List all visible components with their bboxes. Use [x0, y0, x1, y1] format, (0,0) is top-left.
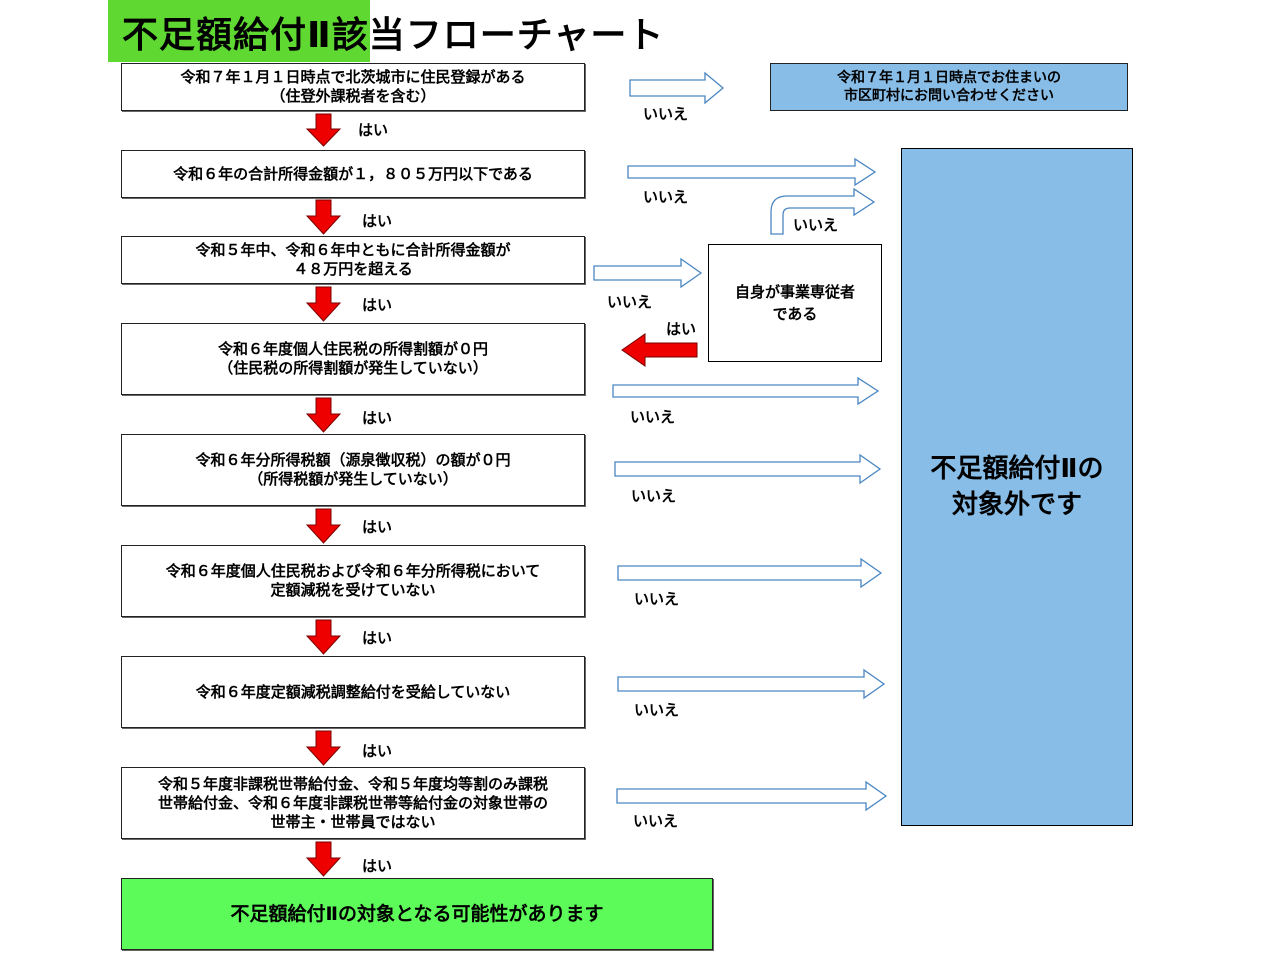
down-arrow-icon: [305, 286, 342, 322]
right-arrow-icon: [627, 157, 877, 187]
result-text: 不足額給付Ⅱの対象となる可能性があります: [230, 902, 604, 925]
right-arrow-icon: [614, 453, 882, 485]
yes-label-8: はい: [362, 857, 393, 875]
step-8-text: 令和５年度非課税世帯給付金、令和５年度均等割のみ課税世帯給付金、令和６年度非課税…: [157, 774, 548, 831]
down-arrow-icon: [305, 619, 342, 655]
right-arrow-icon: [616, 780, 888, 812]
result-box: 不足額給付Ⅱの対象となる可能性があります: [121, 878, 713, 950]
yes-label-7: はい: [362, 742, 393, 760]
page-title: 不足額給付Ⅱ該当フローチャート: [122, 15, 665, 56]
side-question-box: 自身が事業専従者である: [708, 244, 882, 362]
step-1-box: 令和７年１月１日時点で北茨城市に住民登録がある（住登外課税者を含む）: [121, 63, 585, 111]
no-label-side: いいえ: [793, 216, 839, 234]
not-eligible-text: 不足額給付Ⅱの対象外です: [930, 454, 1104, 520]
down-arrow-icon: [305, 508, 342, 544]
no-label-6: いいえ: [634, 590, 680, 608]
yes-label-5: はい: [362, 518, 393, 536]
yes-label-4: はい: [362, 409, 393, 427]
no-label-3: いいえ: [607, 293, 653, 311]
yes-label-3: はい: [362, 296, 393, 314]
no-label-8: いいえ: [633, 812, 679, 830]
no-label-7: いいえ: [634, 701, 680, 719]
title-highlight: [108, 0, 370, 62]
step-5-text: 令和６年分所得税額（源泉徴収税）の額が０円（所得税額が発生していない）: [195, 451, 511, 488]
right-arrow-icon: [617, 668, 886, 700]
right-arrow-icon: [612, 376, 880, 406]
step-4-text: 令和６年度個人住民税の所得割額が０円（住民税の所得割額が発生していない）: [217, 340, 488, 377]
step-1-text: 令和７年１月１日時点で北茨城市に住民登録がある（住登外課税者を含む）: [180, 68, 526, 105]
side-question-text: 自身が事業専従者である: [734, 283, 855, 323]
step-6-text: 令和６年度個人住民税および令和６年分所得税において定額減税を受けていない: [165, 562, 541, 599]
step-8-box: 令和５年度非課税世帯給付金、令和５年度均等割のみ課税世帯給付金、令和６年度非課税…: [121, 767, 585, 839]
step-4-box: 令和６年度個人住民税の所得割額が０円（住民税の所得割額が発生していない）: [121, 323, 585, 395]
step-2-box: 令和６年の合計所得金額が１，８０５万円以下である: [121, 150, 585, 198]
no-label-1: いいえ: [643, 105, 689, 123]
right-arrow-icon: [629, 71, 725, 105]
step-2-text: 令和６年の合計所得金額が１，８０５万円以下である: [173, 164, 533, 183]
yes-label-2: はい: [362, 212, 393, 230]
contact-text: 令和７年１月１日時点でお住まいの市区町村にお問い合わせください: [837, 70, 1061, 104]
left-arrow-icon: [621, 333, 698, 367]
no-label-2: いいえ: [643, 188, 689, 206]
contact-box: 令和７年１月１日時点でお住まいの市区町村にお問い合わせください: [770, 63, 1128, 111]
down-arrow-icon: [305, 397, 342, 433]
down-arrow-icon: [305, 113, 342, 147]
step-5-box: 令和６年分所得税額（源泉徴収税）の額が０円（所得税額が発生していない）: [121, 434, 585, 506]
down-arrow-icon: [305, 730, 342, 766]
yes-label-6: はい: [362, 629, 393, 647]
step-7-box: 令和６年度定額減税調整給付を受給していない: [121, 656, 585, 728]
yes-label-side: はい: [666, 320, 697, 338]
down-arrow-icon: [305, 199, 342, 235]
no-label-5: いいえ: [631, 487, 677, 505]
step-6-box: 令和６年度個人住民税および令和６年分所得税において定額減税を受けていない: [121, 545, 585, 617]
no-label-4: いいえ: [630, 408, 676, 426]
down-arrow-icon: [305, 841, 342, 877]
step-7-text: 令和６年度定額減税調整給付を受給していない: [195, 682, 511, 701]
right-arrow-icon: [617, 557, 883, 589]
yes-label-1: はい: [358, 121, 389, 139]
right-arrow-icon: [593, 257, 703, 289]
not-eligible-box: 不足額給付Ⅱの対象外です: [901, 148, 1133, 826]
